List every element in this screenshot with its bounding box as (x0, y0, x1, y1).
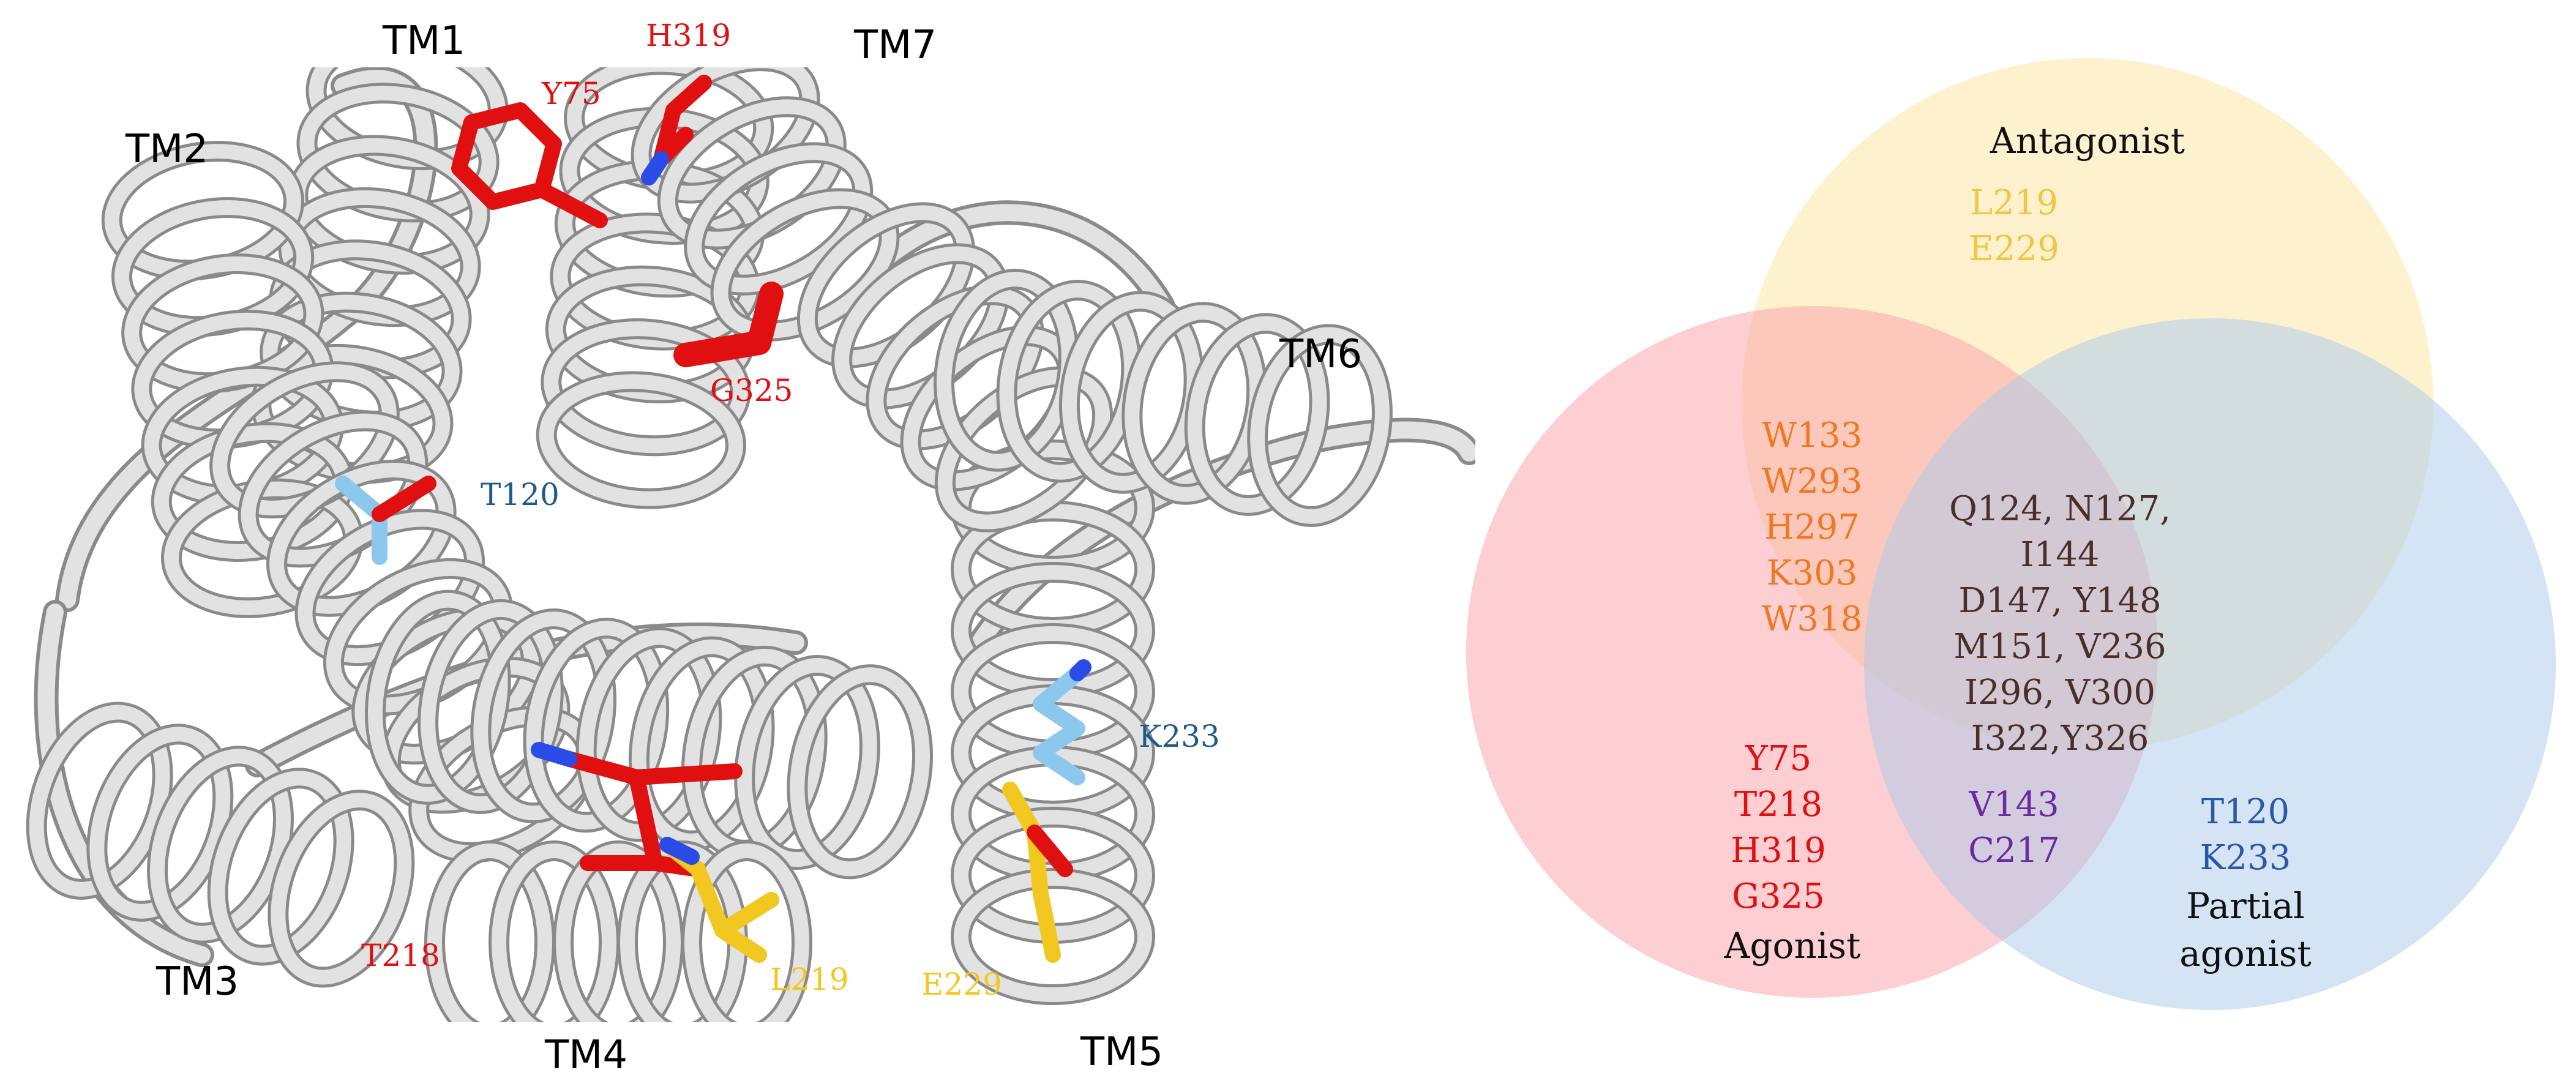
helix-coil (687, 145, 871, 293)
stick-l219 (714, 892, 779, 938)
helix-coil (427, 843, 552, 1022)
helix-coil (89, 727, 231, 919)
stick-e229 (1002, 782, 1061, 963)
helix-coil (937, 369, 1110, 529)
region-agonist-antagonist-item: W293 (1762, 462, 1862, 501)
residue-label-g325: G325 (710, 373, 793, 408)
helix-coil (684, 843, 809, 1022)
set-label-partial-line2: agonist (2179, 933, 2312, 974)
stick-y75 (534, 182, 608, 228)
helix-coil (29, 705, 170, 897)
residue-label-l219: L219 (770, 962, 849, 997)
stick-h319 (653, 75, 712, 167)
helix-coil (631, 639, 772, 848)
venn-diagram: Antagonist Agonist Partial agonist L219 … (1466, 58, 2556, 1010)
region-agonist-partial-item: C217 (1968, 831, 2060, 870)
residue-label-h319: H319 (646, 18, 731, 53)
helix-coil (544, 321, 748, 454)
helix-coil (526, 621, 667, 830)
stick-l219 (659, 837, 700, 865)
region-agonist-antagonist-item: W133 (1762, 416, 1862, 455)
venn-circle-partial-agonist (1864, 318, 2556, 1010)
helix-label-tm6: TM6 (1279, 332, 1362, 377)
region-agonist-antagonist-item: W318 (1762, 599, 1862, 639)
loop-tm6-tm7 (879, 204, 1172, 315)
residue-label-t218: T218 (361, 938, 440, 973)
stick-e229 (1027, 825, 1073, 877)
helix-ribbons (26, 67, 1475, 1022)
region-agonist-antagonist-item: H297 (1764, 507, 1860, 547)
helix-label-tm1: TM1 (382, 18, 465, 64)
helix-labels: TM1 TM2 TM3 TM4 TM5 TM6 TM7 (125, 18, 1362, 1078)
set-label-agonist: Agonist (1724, 925, 1861, 967)
region-agonist-only-item: Y75 (1745, 739, 1811, 779)
helix-coil (271, 793, 412, 985)
set-label-antagonist: Antagonist (1990, 120, 2185, 162)
stick-t218 (531, 742, 577, 767)
region-partial-only-item: T120 (2201, 792, 2290, 832)
residue-label-e229: E229 (921, 967, 1002, 1002)
stick-h319 (641, 151, 669, 185)
helix-coil (150, 749, 291, 941)
helix-coil (1187, 316, 1327, 513)
helix-label-tm2: TM2 (125, 127, 208, 172)
helix-label-tm3: TM3 (155, 959, 239, 1004)
helix-tm7b (631, 67, 900, 342)
helix-coil (790, 667, 930, 877)
helix-label-tm4: TM4 (544, 1033, 627, 1078)
helix-coil (421, 602, 561, 811)
set-label-partial-line1: Partial (2186, 885, 2305, 927)
helix-coil (1250, 327, 1390, 524)
region-agonist-only-item: T218 (1734, 785, 1822, 825)
stick-t120 (372, 476, 436, 522)
helix-coil (473, 611, 613, 821)
stick-k233 (1069, 659, 1091, 681)
region-all-three-item: I322,Y326 (1971, 719, 2149, 758)
region-all-three-item: I144 (2020, 535, 2099, 575)
region-all-three-item: Q124, N127, (1949, 489, 2171, 529)
region-agonist-antagonist-item: K303 (1767, 553, 1858, 593)
helix-coil (556, 843, 681, 1022)
residue-labels: Y75 H319 G325 T218 T120 K233 L219 E229 (361, 18, 1220, 1002)
region-antagonist-only-item: E229 (1969, 229, 2059, 269)
region-agonist-partial-item: V143 (1968, 785, 2059, 825)
helix-tm6 (934, 269, 1393, 527)
helix-coil (954, 871, 1152, 1002)
helix-tm3b (26, 701, 415, 988)
helix-coil (367, 593, 508, 802)
region-partial-only-item: K233 (2200, 838, 2291, 878)
helix-coil (492, 843, 616, 1022)
residue-label-t120: T120 (481, 477, 560, 512)
residue-label-y75: Y75 (541, 76, 601, 111)
residue-label-k233: K233 (1139, 719, 1220, 754)
stick-k233 (1033, 665, 1085, 785)
helix-coil (210, 771, 351, 963)
helix-coil (578, 630, 719, 839)
region-all-three-item: D147, Y148 (1958, 581, 2161, 621)
helix-coil (737, 658, 877, 867)
helix-tm4 (364, 589, 934, 880)
stick-g325 (673, 282, 784, 367)
structure-panel (26, 67, 1475, 1022)
residue-sticks (335, 75, 1091, 963)
loop-tm2-tm3 (37, 604, 211, 963)
region-agonist-only-item: G325 (1732, 877, 1825, 916)
region-antagonist-only-item: L219 (1970, 183, 2058, 223)
region-all-three-item: M151, V236 (1953, 627, 2166, 667)
region-agonist-only-item: H319 (1731, 831, 1826, 870)
helix-coil (539, 374, 743, 506)
region-all-three-item: I296, V300 (1964, 673, 2155, 712)
helix-label-tm5: TM5 (1080, 1030, 1163, 1075)
helix-label-tm7: TM7 (853, 23, 937, 68)
